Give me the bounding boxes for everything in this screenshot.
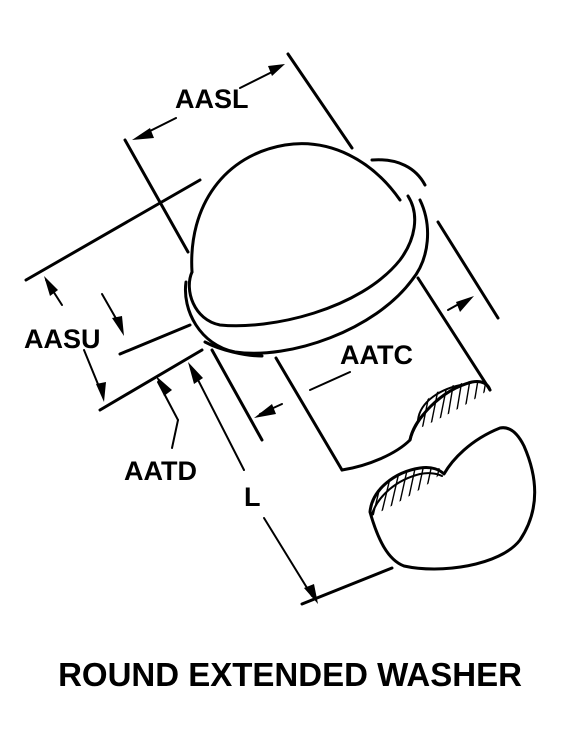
dimension-l — [188, 348, 394, 606]
dimension-aatd — [156, 376, 179, 449]
label-aasl: AASL — [175, 84, 249, 114]
washer-shaft — [274, 276, 492, 472]
shaft-break-hatch-upper — [419, 381, 487, 428]
dimension-aatc — [254, 220, 500, 418]
label-aatd: AATD — [124, 456, 197, 486]
shaft-break-hatch-lower — [371, 467, 444, 516]
label-l: L — [244, 482, 261, 512]
dimension-aasl — [123, 52, 354, 254]
dimension-aasu — [24, 178, 204, 412]
diagram-title: ROUND EXTENDED WASHER — [58, 656, 522, 693]
label-aasu: AASU — [24, 324, 101, 354]
washer-dome-cap — [190, 142, 427, 274]
label-aatc: AATC — [340, 340, 413, 370]
washer-flange — [183, 194, 430, 358]
washer-shaft-end — [368, 426, 537, 571]
